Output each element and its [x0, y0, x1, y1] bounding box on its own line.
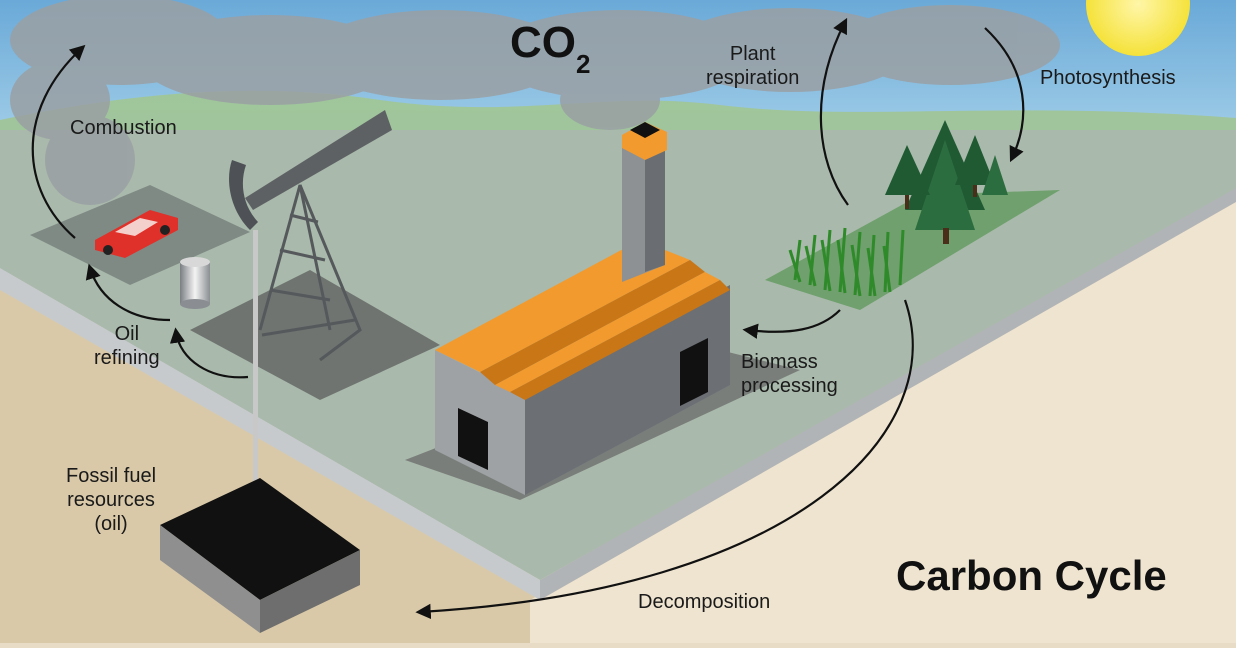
oil-derrick-icon: [258, 184, 362, 362]
co2-cloud: [10, 0, 1060, 205]
crop-field: [788, 227, 905, 297]
biomass-processing-label: Biomass processing: [741, 351, 838, 397]
arrow-oil-refining: [85, 263, 171, 322]
oil-barrel-icon: [180, 257, 210, 309]
factory-roof: [435, 240, 730, 400]
car-icon: [95, 210, 178, 258]
tree-cluster: [885, 120, 1008, 244]
combustion-label: Combustion: [70, 117, 177, 139]
cycle-arrows: [31, 17, 1025, 620]
arrow-plant-respiration: [819, 17, 849, 206]
diagram-title: Carbon Cycle: [896, 552, 1167, 599]
well-pipe: [253, 230, 258, 550]
platform-edge-left: [0, 268, 540, 600]
sun-icon: [1086, 0, 1190, 56]
factory-wall-side: [525, 285, 730, 495]
oil-reservoir: [160, 478, 360, 633]
arrow-decomposition: [415, 299, 914, 620]
soil-right: [530, 195, 1236, 643]
factory-chimney: [622, 122, 667, 282]
arrow-well-to-refining: [169, 327, 249, 379]
pump-beam: [245, 110, 392, 210]
derrick-pad: [190, 270, 440, 400]
photosynthesis-label: Photosynthesis: [1040, 67, 1176, 89]
factory-door-front: [458, 408, 488, 470]
plant-pad: [765, 190, 1060, 310]
factory-door-side: [680, 338, 708, 406]
horse-head: [229, 160, 258, 230]
arrow-combustion: [31, 44, 86, 239]
co2-label: CO2: [510, 18, 591, 79]
soil-left: [0, 285, 560, 643]
platform-edge-right: [540, 188, 1236, 600]
arrow-photosynthesis: [984, 27, 1025, 163]
arrow-biomass-processing: [742, 309, 841, 339]
oil-refining-label: Oil refining: [94, 323, 160, 369]
plant-respiration-label: Plant respiration: [706, 43, 800, 89]
fossil-fuel-label: Fossil fuel resources (oil): [66, 465, 157, 535]
decomposition-label: Decomposition: [638, 591, 771, 613]
